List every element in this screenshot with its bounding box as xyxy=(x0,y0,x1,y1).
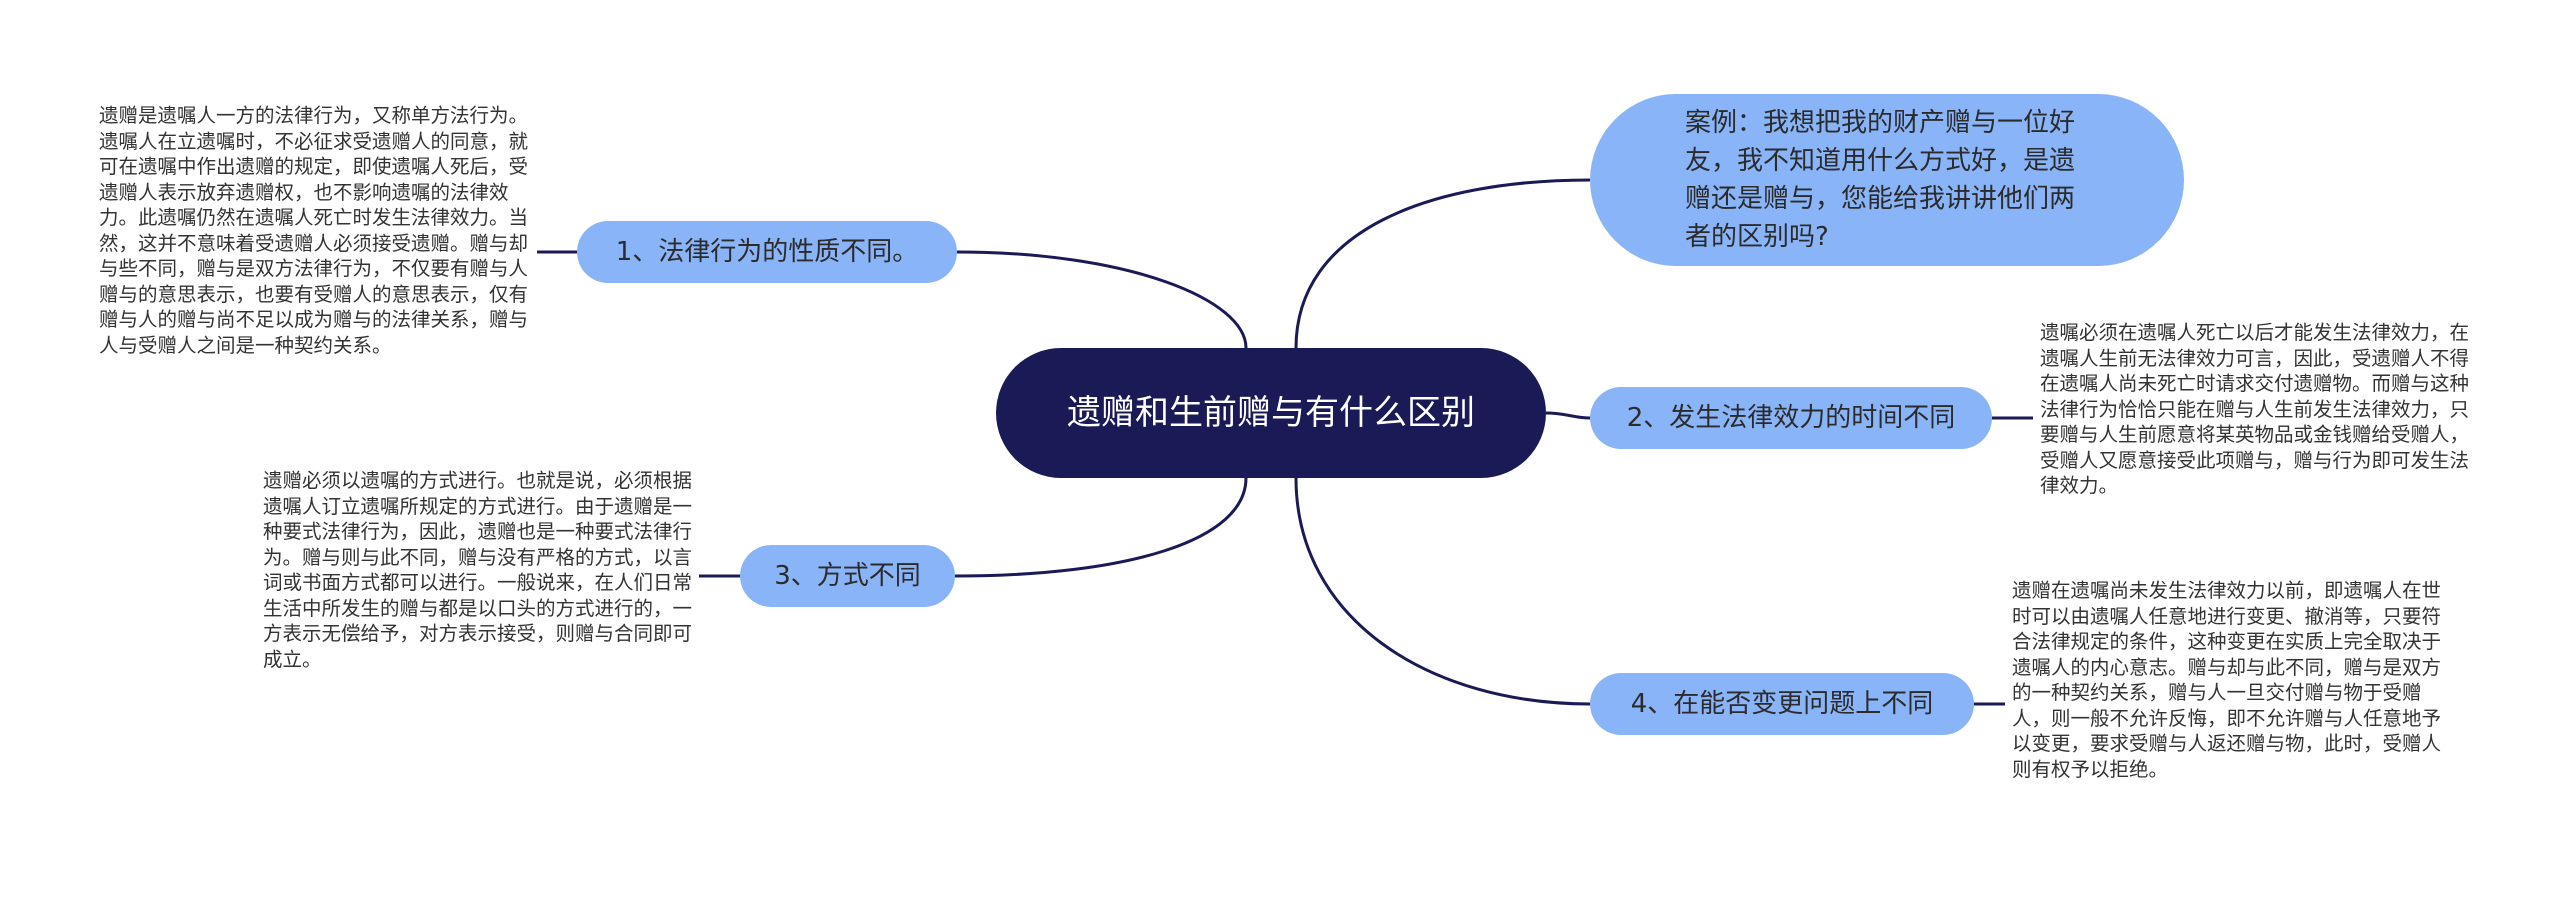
branch-node-2-label: 2、发生法律效力的时间不同 xyxy=(1626,403,1956,433)
branch-node-4-label: 4、在能否变更问题上不同 xyxy=(1630,689,1934,719)
branch-node-1-label: 1、法律行为的性质不同。 xyxy=(615,237,919,267)
edge-center-case xyxy=(1294,178,1591,349)
edge-center-branch-1 xyxy=(956,250,1248,349)
case-node[interactable]: 案例：我想把我的财产赠与一位好友，我不知道用什么方式好，是遗赠还是赠与，您能给我… xyxy=(1590,94,2184,266)
branch-2-note: 遗嘱必须在遗嘱人死亡以后才能发生法律效力，在遗嘱人生前无法律效力可言，因此，受遗… xyxy=(2040,321,2470,497)
branch-4-note: 遗赠在遗嘱尚未发生法律效力以前，即遗嘱人在世时可以由遗嘱人任意地进行变更、撤消等… xyxy=(2012,579,2442,781)
edge-center-branch-4 xyxy=(1294,477,1591,706)
edge-center-branch-3 xyxy=(954,477,1248,578)
branch-node-2[interactable]: 2、发生法律效力的时间不同 xyxy=(1590,387,1992,449)
branch-node-3-label: 3、方式不同 xyxy=(774,561,921,591)
central-topic[interactable]: 遗赠和生前赠与有什么区别 xyxy=(996,348,1546,478)
branch-1-note: 遗赠是遗嘱人一方的法律行为，又称单方法行为。遗嘱人在立遗嘱时，不必征求受遗赠人的… xyxy=(99,104,529,357)
branch-3-note: 遗赠必须以遗嘱的方式进行。也就是说，必须根据遗嘱人订立遗嘱所规定的方式进行。由于… xyxy=(263,469,693,671)
edge-center-branch-2 xyxy=(1545,411,1591,420)
case-node-label: 案例：我想把我的财产赠与一位好友，我不知道用什么方式好，是遗赠还是赠与，您能给我… xyxy=(1685,108,2076,252)
branch-node-4[interactable]: 4、在能否变更问题上不同 xyxy=(1590,673,1974,735)
branch-node-1[interactable]: 1、法律行为的性质不同。 xyxy=(577,221,957,283)
central-topic-label: 遗赠和生前赠与有什么区别 xyxy=(1067,393,1475,433)
branch-node-3[interactable]: 3、方式不同 xyxy=(740,545,955,607)
